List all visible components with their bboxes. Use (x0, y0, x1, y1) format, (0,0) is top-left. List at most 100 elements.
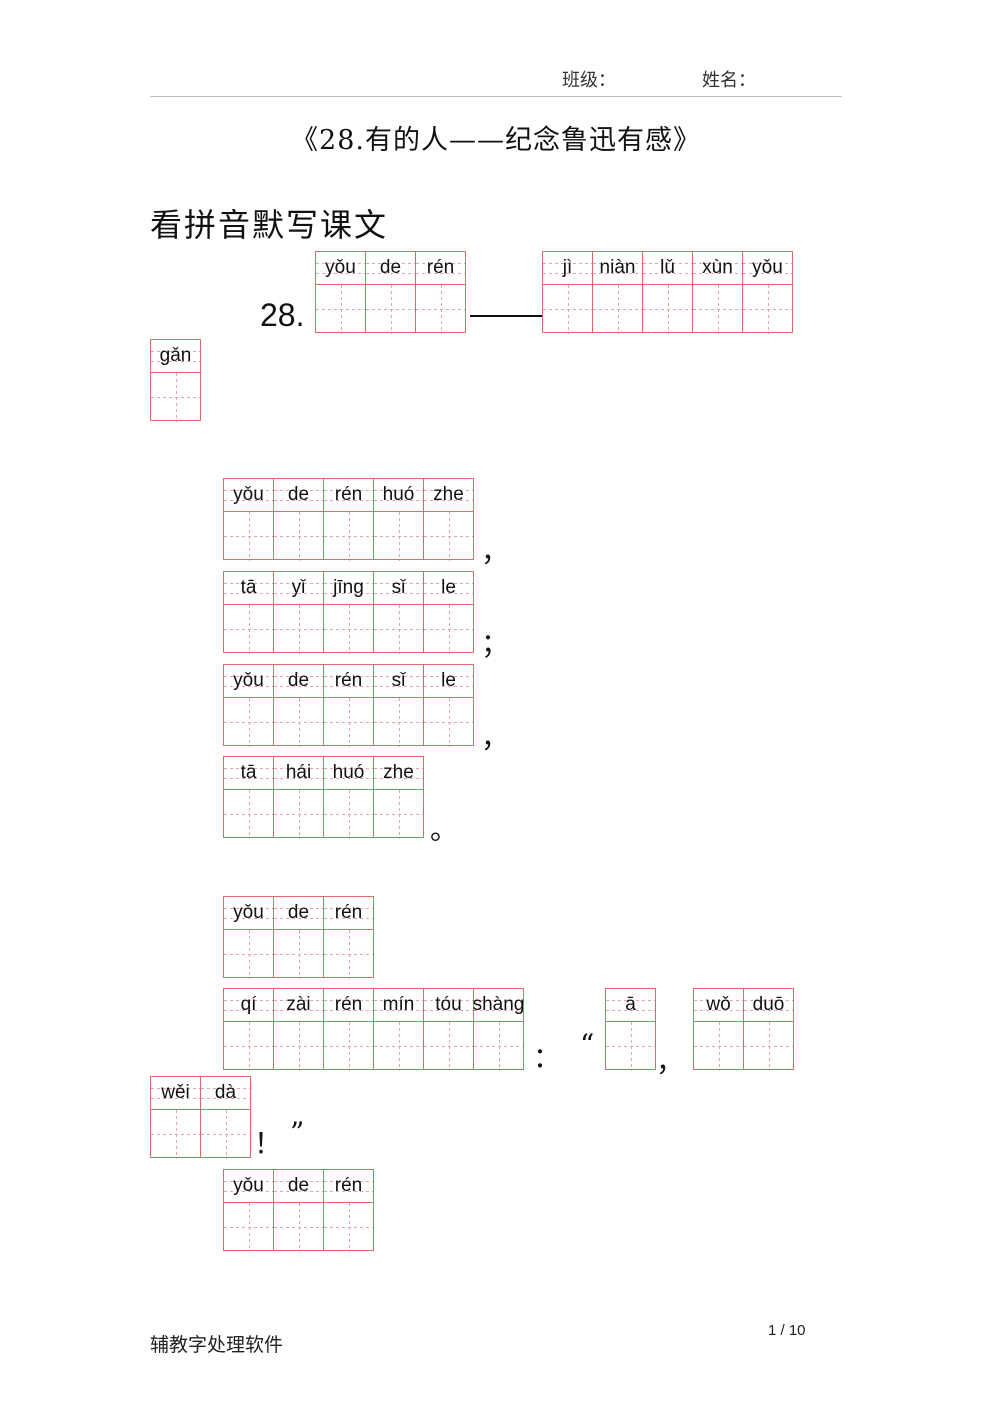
hanzi-writing-box[interactable] (606, 1022, 655, 1071)
hanzi-writing-box[interactable] (274, 605, 323, 654)
hanzi-writing-box[interactable] (324, 1203, 373, 1252)
tianzige-cell: rén (415, 251, 466, 334)
hanzi-writing-box[interactable] (424, 605, 473, 654)
pinyin-label: wǒ (694, 989, 743, 1022)
tianzige-cell: rén (323, 988, 374, 1071)
hanzi-writing-box[interactable] (366, 285, 415, 334)
comma-3: ， (656, 1045, 685, 1078)
em-dash-line (470, 315, 542, 317)
tianzige-cell: wěi (150, 1076, 201, 1159)
pinyin-label: yǒu (224, 897, 273, 930)
tianzige-cell: yǒu (223, 1169, 274, 1252)
grid-title-gan: gǎn (150, 339, 201, 422)
hanzi-writing-box[interactable] (151, 1110, 200, 1159)
hanzi-writing-box[interactable] (694, 1022, 743, 1071)
hanzi-writing-box[interactable] (224, 1203, 273, 1252)
pinyin-label: yǒu (316, 252, 365, 285)
hanzi-writing-box[interactable] (324, 930, 373, 979)
tianzige-cell: xùn (692, 251, 743, 334)
tianzige-cell: rén (323, 664, 374, 747)
hanzi-writing-box[interactable] (201, 1110, 250, 1159)
hanzi-writing-box[interactable] (424, 512, 473, 561)
hanzi-writing-box[interactable] (274, 512, 323, 561)
hanzi-writing-box[interactable] (374, 605, 423, 654)
pinyin-label: rén (324, 1170, 373, 1203)
pinyin-label: rén (324, 989, 373, 1022)
hanzi-writing-box[interactable] (274, 1022, 323, 1071)
pinyin-label: tā (224, 757, 273, 790)
tianzige-cell: huó (323, 756, 374, 839)
pinyin-label: de (274, 1170, 323, 1203)
pinyin-label: de (274, 897, 323, 930)
hanzi-writing-box[interactable] (744, 1022, 793, 1071)
pinyin-label: gǎn (151, 340, 200, 373)
tianzige-cell: yǒu (223, 664, 274, 747)
pinyin-label: huó (374, 479, 423, 512)
hanzi-writing-box[interactable] (374, 698, 423, 747)
pinyin-label: jì (543, 252, 592, 285)
hanzi-writing-box[interactable] (424, 1022, 473, 1071)
pinyin-label: zhe (424, 479, 473, 512)
hanzi-writing-box[interactable] (324, 512, 373, 561)
semicolon: ； (481, 627, 510, 660)
footer-software: 辅教字处理软件 (150, 1334, 284, 1356)
hanzi-writing-box[interactable] (324, 1022, 373, 1071)
pinyin-label: lǔ (643, 252, 692, 285)
hanzi-writing-box[interactable] (474, 1022, 523, 1071)
tianzige-cell: wǒ (693, 988, 744, 1071)
hanzi-writing-box[interactable] (224, 1022, 273, 1071)
tianzige-cell: zhe (423, 478, 474, 561)
hanzi-writing-box[interactable] (224, 930, 273, 979)
section-heading: 看拼音默写课文 (150, 206, 389, 244)
tianzige-cell: de (273, 1169, 324, 1252)
hanzi-writing-box[interactable] (324, 698, 373, 747)
tianzige-cell: shàng (473, 988, 524, 1071)
tianzige-cell: tā (223, 571, 274, 654)
tianzige-cell: le (423, 571, 474, 654)
name-label: 姓名： (702, 70, 756, 91)
hanzi-writing-box[interactable] (643, 285, 692, 334)
hanzi-writing-box[interactable] (693, 285, 742, 334)
tianzige-cell: duō (743, 988, 794, 1071)
hanzi-writing-box[interactable] (224, 698, 273, 747)
pinyin-label: hái (274, 757, 323, 790)
hanzi-writing-box[interactable] (274, 930, 323, 979)
hanzi-writing-box[interactable] (324, 790, 373, 839)
pinyin-label: zhe (374, 757, 423, 790)
pinyin-label: tóu (424, 989, 473, 1022)
hanzi-writing-box[interactable] (424, 698, 473, 747)
hanzi-writing-box[interactable] (316, 285, 365, 334)
hanzi-writing-box[interactable] (374, 1022, 423, 1071)
hanzi-writing-box[interactable] (151, 373, 200, 422)
hanzi-writing-box[interactable] (324, 605, 373, 654)
hanzi-writing-box[interactable] (593, 285, 642, 334)
pinyin-label: rén (416, 252, 465, 285)
hanzi-writing-box[interactable] (416, 285, 465, 334)
pinyin-label: qí (224, 989, 273, 1022)
hanzi-writing-box[interactable] (274, 1203, 323, 1252)
hanzi-writing-box[interactable] (543, 285, 592, 334)
hanzi-writing-box[interactable] (224, 790, 273, 839)
hanzi-writing-box[interactable] (274, 698, 323, 747)
hanzi-writing-box[interactable] (743, 285, 792, 334)
pinyin-label: yǒu (224, 1170, 273, 1203)
pinyin-label: sǐ (374, 665, 423, 698)
open-quote: “ (580, 1028, 595, 1061)
close-quote: ” (290, 1116, 305, 1149)
hanzi-writing-box[interactable] (374, 790, 423, 839)
hanzi-writing-box[interactable] (224, 605, 273, 654)
pinyin-label: yǒu (224, 665, 273, 698)
hanzi-writing-box[interactable] (224, 512, 273, 561)
hanzi-writing-box[interactable] (274, 790, 323, 839)
tianzige-cell: de (273, 478, 324, 561)
grid-a: ā (605, 988, 656, 1071)
hanzi-writing-box[interactable] (374, 512, 423, 561)
tianzige-cell: le (423, 664, 474, 747)
pinyin-label: niàn (593, 252, 642, 285)
